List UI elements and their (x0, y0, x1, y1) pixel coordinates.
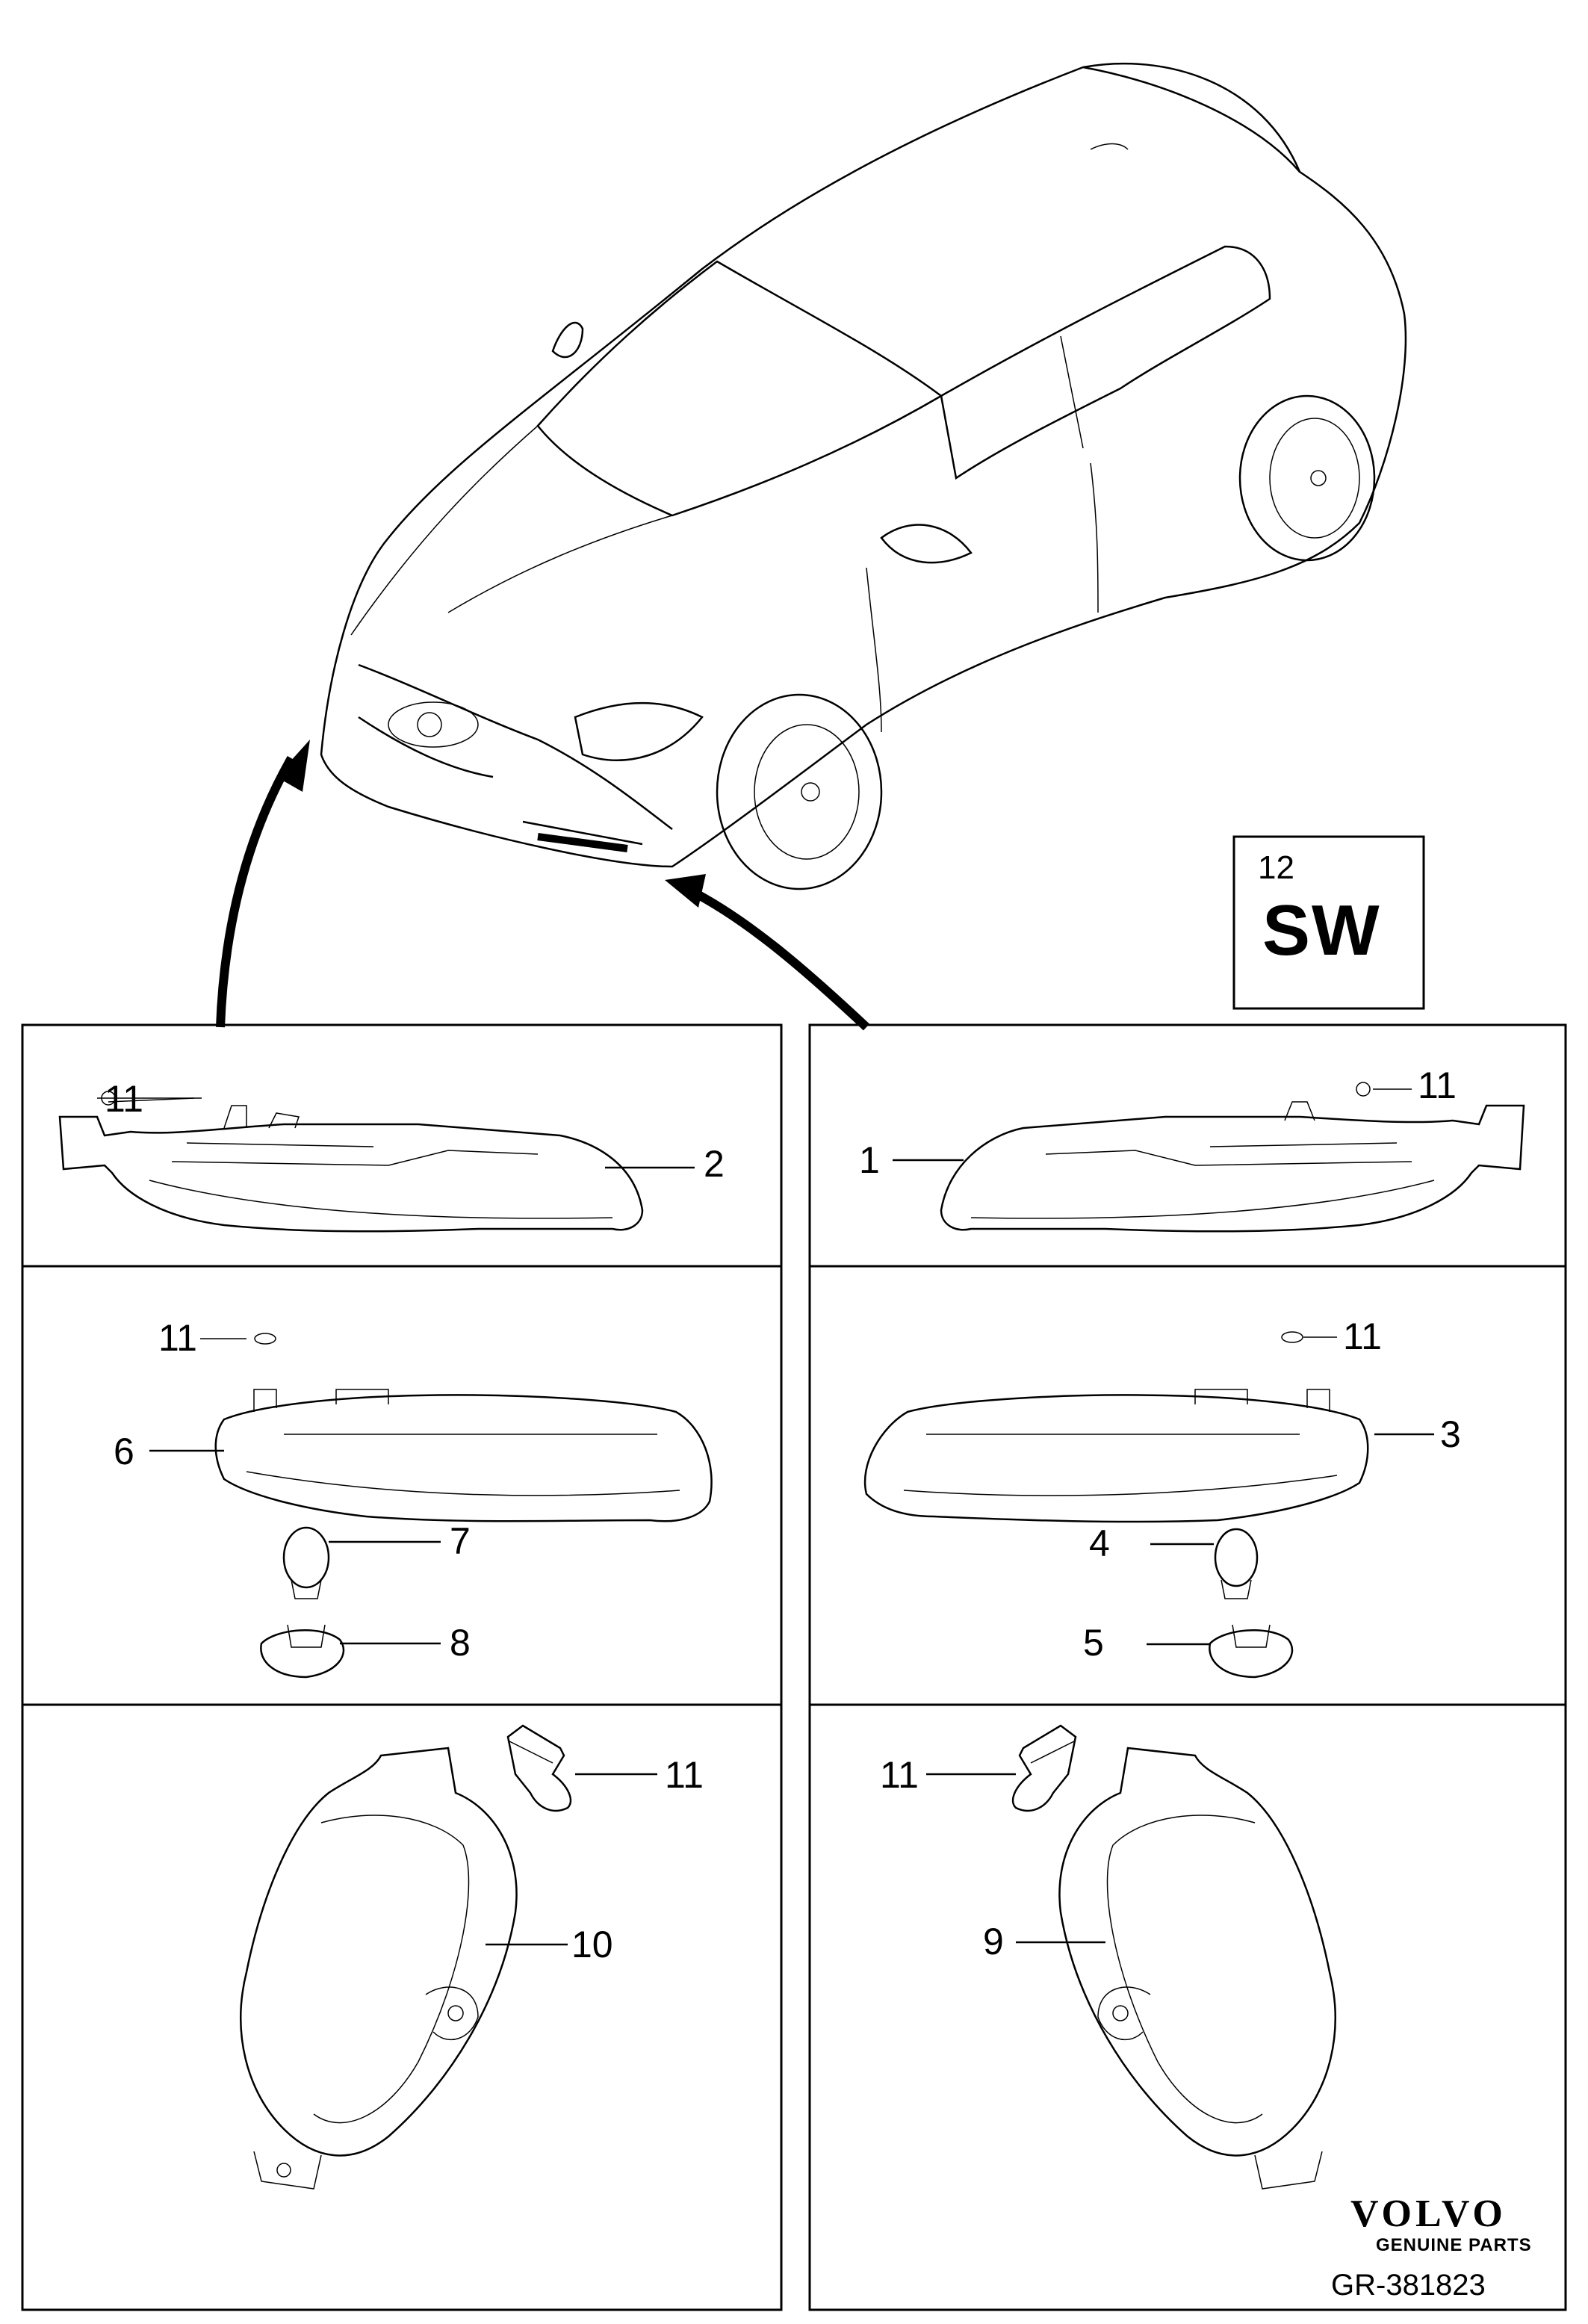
callout-5: 5 (1083, 1622, 1104, 1664)
lamp-part-3 (863, 1389, 1369, 1523)
screw-part-11-lower-right (1011, 1724, 1077, 1812)
lamp-part-6 (214, 1389, 713, 1522)
callout-1: 1 (859, 1139, 880, 1181)
callout-6: 6 (114, 1431, 134, 1472)
left-panel (21, 1023, 783, 2311)
socket-part-5 (1209, 1624, 1294, 1679)
brand-name: VOLVO (1350, 2193, 1507, 2235)
brand-tagline: GENUINE PARTS (1376, 2235, 1532, 2255)
variant-number: 12 (1258, 849, 1294, 886)
bulb-part-4 (1214, 1528, 1259, 1599)
callout-7: 7 (450, 1520, 471, 1562)
callout-11-mid-left: 11 (158, 1317, 197, 1359)
car-illustration (320, 62, 1407, 890)
callout-11-bottom-right: 11 (880, 1754, 919, 1796)
callout-8: 8 (450, 1622, 471, 1664)
callout-9: 9 (983, 1921, 1004, 1962)
foglamp-part-10 (240, 1747, 518, 2190)
callout-11-bottom-left: 11 (665, 1754, 704, 1796)
variant-box: 12 SW (1232, 835, 1425, 1010)
screw-part-11-lower-left (506, 1724, 572, 1812)
callout-11-mid-right: 11 (1343, 1316, 1382, 1357)
callout-4: 4 (1089, 1522, 1110, 1564)
callout-10: 10 (571, 1924, 613, 1965)
socket-part-8 (260, 1624, 345, 1679)
callout-3: 3 (1440, 1413, 1461, 1455)
drawing-number: GR-381823 (1331, 2269, 1486, 2302)
bulb-part-7 (282, 1526, 330, 1599)
pointer-arrows (216, 740, 870, 1031)
foglamp-part-9 (1058, 1747, 1336, 2190)
brand-block: VOLVO GENUINE PARTS GR-381823 (1331, 2193, 1532, 2302)
right-panel (808, 1023, 1567, 2311)
callout-11-top-left: 11 (105, 1078, 143, 1120)
callout-labels: 11 2 1 11 11 6 7 8 11 3 4 5 11 10 11 9 (105, 1065, 1461, 1965)
lamp-part-2 (58, 1091, 644, 1233)
lamp-part-1 (940, 1082, 1525, 1233)
variant-code: SW (1262, 890, 1381, 970)
callout-2: 2 (704, 1143, 725, 1185)
callout-11-top-right: 11 (1418, 1065, 1457, 1106)
